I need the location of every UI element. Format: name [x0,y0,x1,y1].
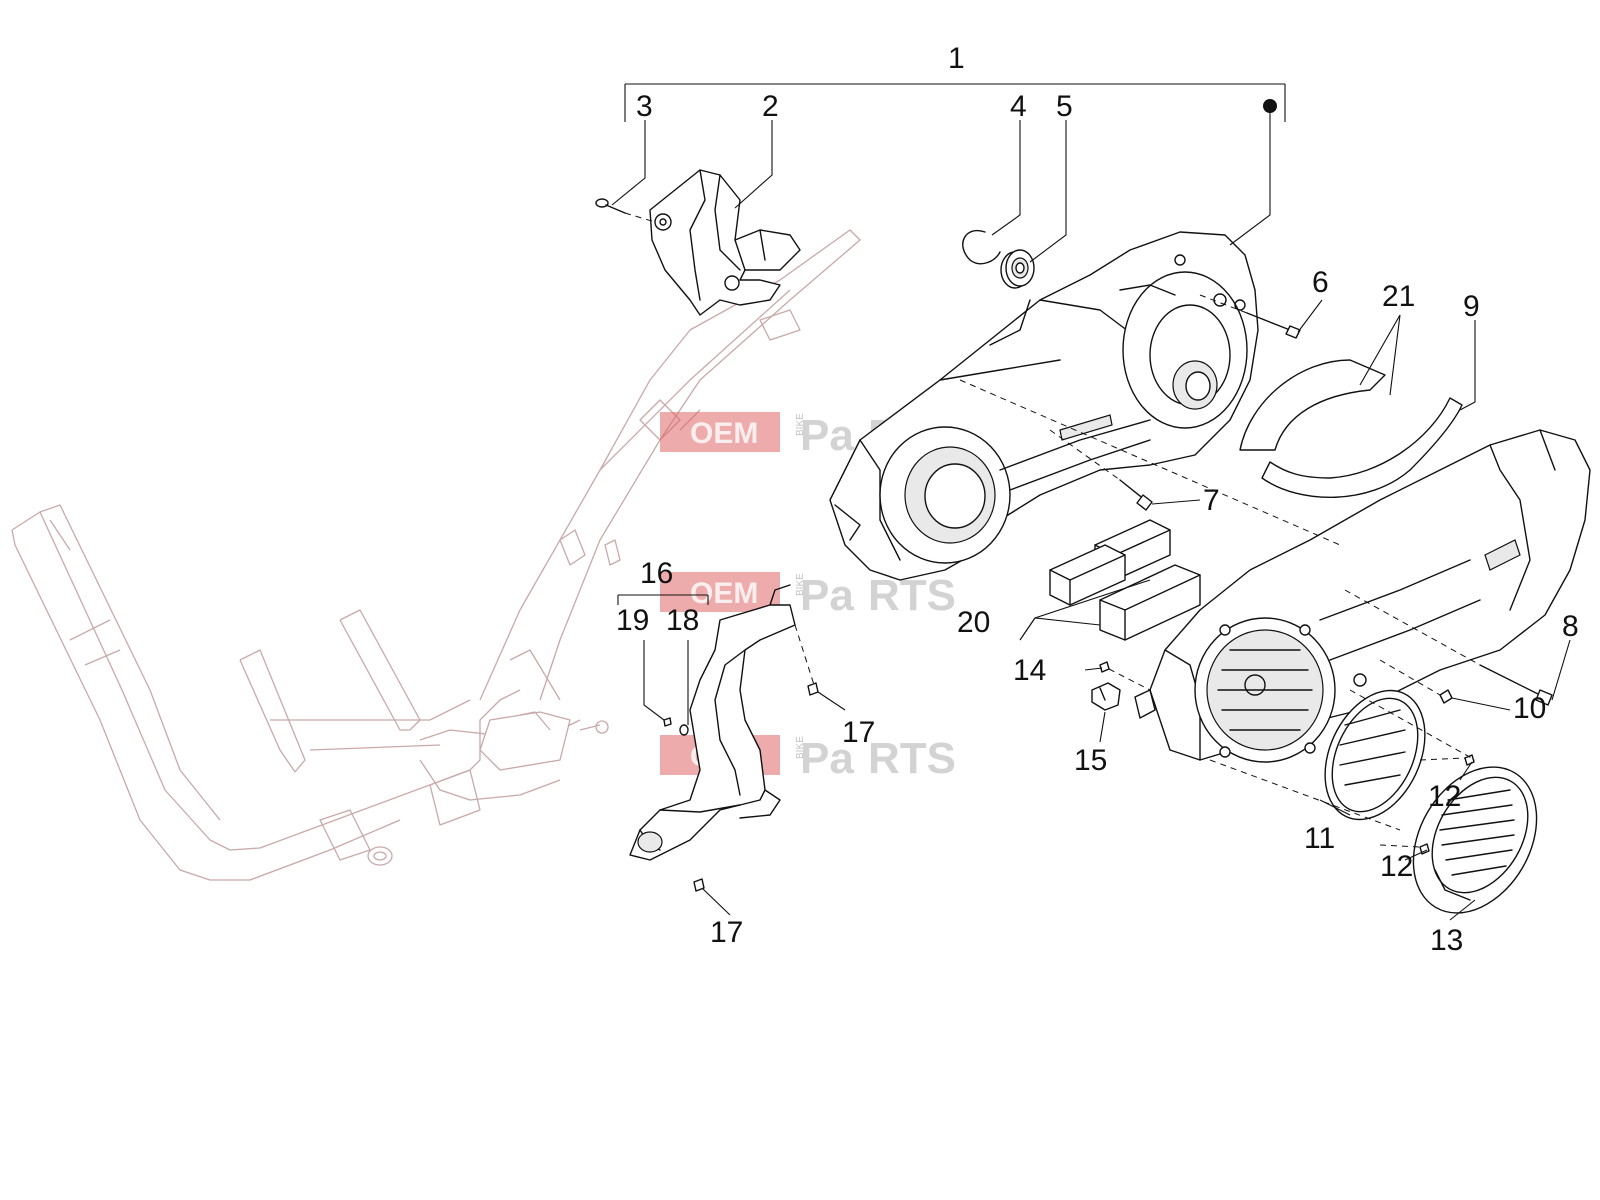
callout-20: 20 [957,606,990,639]
part-16-air-duct [629,584,816,861]
callout-12-lower: 12 [1380,850,1413,883]
part-17-screws [693,682,819,892]
callout-7: 7 [1203,484,1220,517]
part-14-screw [1099,661,1151,691]
leader-lines [611,110,1571,921]
assembly-axes [959,379,1476,831]
svg-text:RTS: RTS [868,571,956,620]
callout-10: 10 [1513,692,1546,725]
callout-14: 14 [1013,654,1046,687]
callout-18: 18 [666,604,699,637]
svg-text:Pa: Pa [800,411,854,460]
part-3-screw [595,198,656,223]
callout-6: 6 [1312,266,1329,299]
part-6-bolt [1199,294,1301,339]
svg-text:OEM: OEM [690,577,758,610]
callout-9: 9 [1463,290,1480,323]
svg-text:OEM: OEM [690,417,758,450]
callout-3: 3 [636,90,653,123]
part-19-screw [663,717,672,727]
callout-13: 13 [1430,924,1463,957]
callout-1: 1 [948,42,965,75]
callout-4: 4 [1010,90,1027,123]
part-13-vent-cap [1412,766,1538,914]
callout-numbers: 1 2 3 4 5 6 21 9 7 16 19 18 20 8 14 10 1… [616,42,1579,957]
svg-text:BIKE: BIKE [795,573,806,596]
part-8-bolt [1344,589,1553,706]
part-15-clip [1091,682,1121,711]
part-9-outer-cover [1134,429,1591,763]
callout-11: 11 [1304,822,1335,855]
callout-12-upper: 12 [1428,780,1461,813]
svg-text:BIKE: BIKE [795,736,806,759]
callout-21: 21 [1382,280,1415,313]
bullet-marker [1263,99,1277,113]
scooter-frame [11,229,861,881]
part-18-washer [679,724,689,736]
callout-2: 2 [762,90,779,123]
assembly-1-bracket [624,83,1286,122]
watermark-2: OEM BIKE Pa RTS [660,571,956,620]
svg-text:RTS: RTS [868,734,956,783]
part-7-bolt [1049,429,1153,511]
part-1-inner-cover [829,231,1259,581]
part-11-gasket-ring [1324,689,1426,821]
part-2-cover [649,169,801,316]
callout-5: 5 [1056,90,1073,123]
svg-text:Pa: Pa [800,734,854,783]
part-21-gaskets [1239,359,1463,498]
part-5-bearing [1000,249,1035,289]
callout-15: 15 [1074,744,1107,777]
part-4-circlip [962,229,1001,265]
callout-16: 16 [640,557,673,590]
callout-17-lower: 17 [710,916,743,949]
callout-19: 19 [616,604,649,637]
svg-text:Pa: Pa [800,571,854,620]
callout-17-upper: 17 [842,716,875,749]
svg-text:BIKE: BIKE [795,413,806,436]
callout-8: 8 [1562,610,1579,643]
part-20-filter-blocks [1049,519,1201,641]
